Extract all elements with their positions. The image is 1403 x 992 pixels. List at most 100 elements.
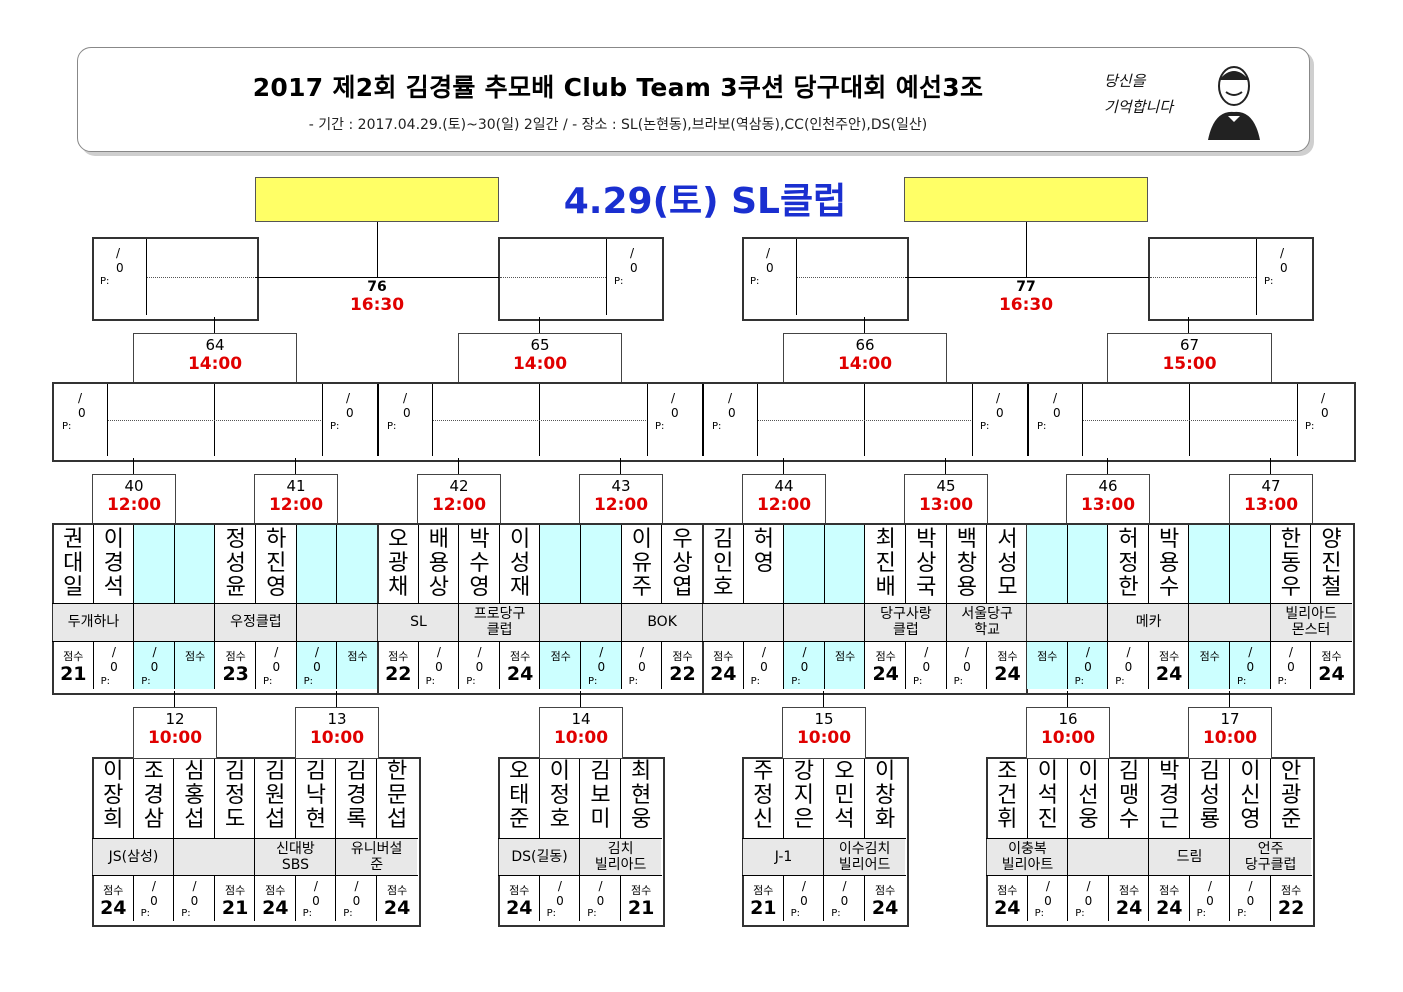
connector-line: [539, 317, 540, 333]
connector-line: [133, 875, 134, 921]
p-label: P:: [1115, 676, 1125, 687]
score-value: 24: [871, 897, 899, 919]
score-label: 점수: [347, 650, 368, 663]
round2-match-number: 47: [1261, 477, 1281, 495]
p-label: P:: [181, 908, 191, 919]
slash-mark: /: [151, 879, 156, 893]
score-label: 점수: [672, 650, 693, 663]
p-label: P:: [791, 676, 801, 687]
p-label: P:: [953, 676, 963, 687]
round2-match-time: 13:00: [1243, 495, 1299, 515]
p-label: P:: [750, 676, 760, 687]
connector-line: [214, 641, 215, 689]
cyan-cell: [134, 525, 175, 603]
semi-match-number: 66: [855, 336, 875, 354]
connector-line: [823, 838, 824, 875]
cyan-cell: [296, 525, 338, 603]
final-match-number: 76: [367, 279, 387, 295]
final-box-right: [498, 237, 664, 321]
score-label: 점수: [1321, 650, 1342, 663]
score-value: 21: [750, 897, 777, 919]
memorial-logo: 당신을 기억합니다: [1104, 62, 1264, 142]
connector-line: [336, 691, 337, 707]
slash-mark: /: [766, 246, 771, 260]
slash-mark: /: [78, 391, 83, 405]
p-label: P:: [140, 908, 150, 919]
group-divider: [377, 384, 379, 456]
score-cell: 점수: [540, 641, 581, 689]
p-label: P:: [1237, 908, 1247, 919]
round2-match-time: 13:00: [918, 495, 974, 515]
slash-mark: /: [630, 246, 635, 260]
connector-line: [702, 603, 1028, 604]
p-label: P:: [628, 676, 638, 687]
connector-line: [824, 525, 825, 603]
p-label: P:: [1074, 676, 1084, 687]
slash-mark: /: [1248, 645, 1253, 659]
connector-line: [1270, 875, 1271, 921]
connector-line: [579, 838, 580, 875]
connector-line: [864, 603, 865, 641]
club-name: J-1: [743, 838, 824, 875]
club-name: [703, 603, 784, 641]
connector-line: [173, 759, 174, 838]
slash-mark: /: [1045, 879, 1050, 893]
connector-line: [296, 525, 297, 603]
connector-line: [864, 641, 865, 689]
yellow-bar-left: [255, 177, 499, 222]
zero-mark: 0: [312, 894, 320, 908]
connector-line: [864, 317, 865, 333]
round1-match-number: 16: [1058, 710, 1078, 728]
connector-line: [322, 384, 323, 456]
p-label: P:: [587, 908, 597, 919]
slash-mark: /: [1248, 879, 1253, 893]
connector-line: [986, 525, 987, 603]
connector-line: [499, 525, 500, 603]
zero-mark: 0: [556, 894, 564, 908]
connector-line: [1027, 759, 1028, 838]
connector-line: [1067, 875, 1068, 921]
connector-line: [295, 759, 296, 838]
semi-match-time: 15:00: [1162, 354, 1217, 374]
connector-line: [254, 838, 255, 875]
logo-text-2: 기억합니다: [1104, 98, 1174, 116]
page-subtitle: - 기간 : 2017.04.29.(토)~30(일) 2일간 / - 장소 :…: [308, 117, 928, 133]
score-value: 24: [710, 663, 737, 685]
connector-line: [1188, 641, 1189, 689]
connector-line: [946, 603, 947, 641]
connector-line: [539, 759, 540, 838]
round2-match-number: 41: [286, 477, 306, 495]
slash-mark: /: [1288, 645, 1293, 659]
connector-line: [1297, 384, 1298, 456]
dotted-line: [147, 277, 254, 279]
score-value: 21: [221, 897, 249, 919]
score-label: 점수: [103, 884, 124, 897]
